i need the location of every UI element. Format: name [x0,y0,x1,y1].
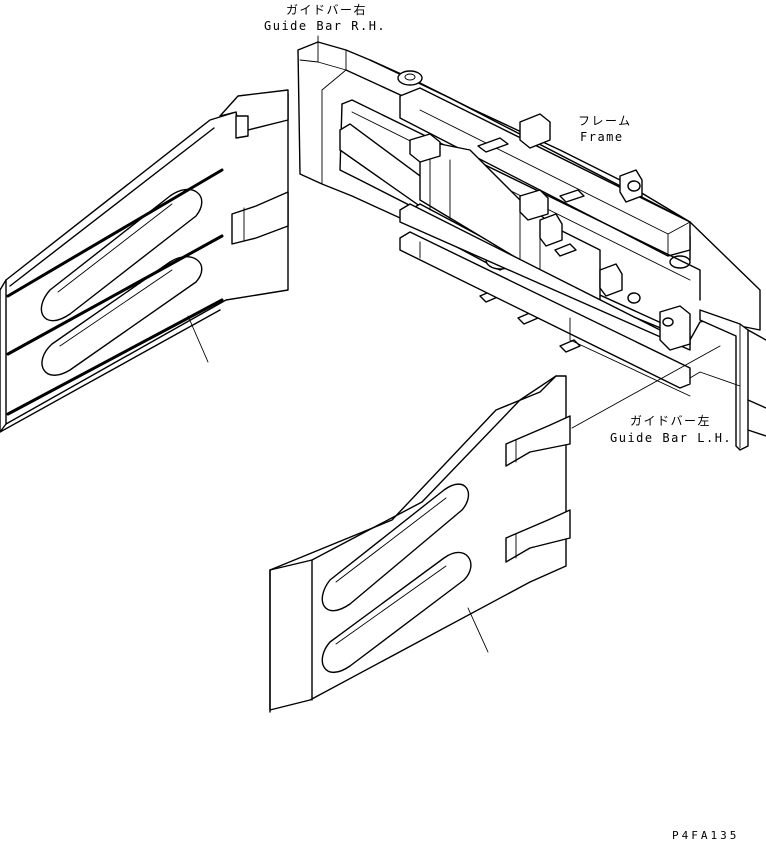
label-guide-bar-lh-ja: ガイドバー左 [630,414,712,428]
label-frame-en: Frame [580,130,624,144]
leader-line-lh [571,345,721,429]
label-guide-bar-lh-en: Guide Bar L.H. [610,431,733,445]
frame-assembly [297,41,766,451]
drawing-code: P4FA135 [672,829,740,842]
guide-bar-lh [269,375,571,713]
label-guide-bar-rh-ja: ガイドバー右 [286,3,368,17]
label-frame-ja: フレーム [578,114,632,128]
guide-bar-rh [0,89,289,433]
label-guide-bar-rh-en: Guide Bar R.H. [264,19,387,33]
